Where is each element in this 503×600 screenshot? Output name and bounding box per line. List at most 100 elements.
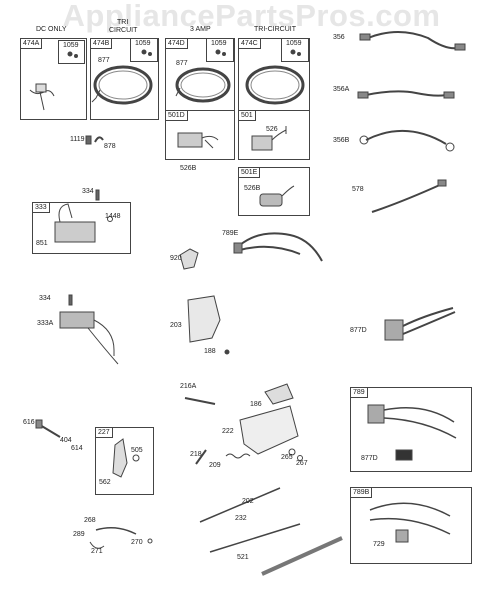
label-334-a: 334: [82, 188, 94, 195]
box-474b: [90, 38, 159, 120]
label-878: 878: [104, 143, 116, 150]
label-789e: 789E: [222, 230, 239, 237]
label-1059-d: 1059: [286, 40, 302, 47]
armature-333-part: [54, 203, 113, 243]
label-356a: 356A: [333, 86, 350, 93]
label-222: 222: [222, 428, 234, 435]
box-1059-c: [206, 38, 234, 62]
spring-209-part: [195, 449, 251, 465]
label-232: 232: [235, 515, 247, 522]
box-501d: [165, 110, 235, 160]
tab-474a: 474A: [20, 38, 43, 49]
label-334-b: 334: [39, 295, 51, 302]
box-1059-d: [281, 38, 309, 62]
label-920: 920: [170, 255, 182, 262]
label-356: 356: [333, 34, 345, 41]
tab-227: 227: [95, 427, 113, 438]
armature-333a-part: [59, 294, 119, 365]
cable-356a-part: [357, 90, 455, 99]
lever-227-part: [112, 438, 140, 478]
label-218: 218: [190, 451, 202, 458]
watermark: AppliancePartsPros.com: [62, 0, 441, 33]
harness-789b-part: [369, 502, 451, 543]
tab-501d: 501D: [165, 110, 188, 121]
box-474a: [20, 38, 87, 120]
cable-356b-part: [359, 130, 455, 152]
tab-333: 333: [32, 202, 50, 213]
header-tri-circuit-right: TRI-CIRCUIT: [254, 26, 296, 33]
box-227: [95, 427, 154, 495]
label-333a: 333A: [37, 320, 54, 327]
box-1059-a: [58, 40, 85, 64]
cable-356-part: [359, 31, 466, 51]
box-789: [350, 387, 472, 472]
harness-789-part: [367, 404, 457, 461]
cable-578-part: [371, 179, 447, 213]
label-877-b: 877: [176, 60, 188, 67]
label-1059-a: 1059: [63, 42, 79, 49]
coil-877-b-part: [175, 49, 231, 103]
coil-877-part: [91, 49, 153, 105]
header-tri-circuit-1: TRI: [117, 19, 129, 26]
bracket-920-part: [179, 248, 199, 270]
harness-789e-part: [233, 232, 323, 262]
rods-part: [199, 487, 343, 576]
header-3-amp: 3 AMP: [190, 26, 211, 33]
tab-501e: 501E: [238, 167, 261, 178]
label-267: 267: [296, 460, 308, 467]
label-188: 188: [204, 348, 216, 355]
label-404: 404: [60, 437, 72, 444]
label-877d-b: 877D: [361, 455, 378, 462]
tab-474b: 474B: [90, 38, 113, 49]
bracket-203-part: [187, 295, 230, 355]
label-289: 289: [73, 531, 85, 538]
label-877d: 877D: [350, 327, 367, 334]
label-265: 265: [281, 454, 293, 461]
label-209: 209: [209, 462, 221, 469]
box-501: [238, 110, 310, 160]
label-268: 268: [84, 517, 96, 524]
label-614: 614: [71, 445, 83, 452]
rectifier-501d-part: [177, 132, 219, 149]
header-tri-circuit-2: CIRCUIT: [109, 27, 138, 34]
coil-474c-part: [245, 49, 305, 105]
rectifier-501e-part: [259, 185, 295, 207]
label-1059-b: 1059: [135, 40, 151, 47]
harness-474a-part: [29, 51, 78, 111]
label-202: 202: [242, 498, 254, 505]
label-216a: 216A: [180, 383, 197, 390]
tab-789: 789: [350, 387, 368, 398]
label-526: 526: [266, 126, 278, 133]
label-526b-b: 526B: [244, 185, 261, 192]
rod-216a-part: [184, 397, 216, 405]
harness-877d-part: [384, 307, 456, 341]
bolt-334-part: [95, 189, 100, 201]
label-505: 505: [131, 447, 143, 454]
header-dc-only: DC ONLY: [36, 26, 67, 33]
label-877-a: 877: [98, 57, 110, 64]
cable-270-part: [89, 527, 153, 549]
label-1448: 1448: [105, 213, 121, 220]
label-203: 203: [170, 322, 182, 329]
box-501e: [238, 167, 310, 216]
box-1059-b: [130, 38, 158, 62]
panel-222-part: [239, 383, 303, 461]
box-789b: [350, 487, 472, 564]
wire-878-part: [85, 135, 104, 145]
label-356b: 356B: [333, 137, 350, 144]
label-851: 851: [36, 240, 48, 247]
label-521: 521: [237, 554, 249, 561]
rectifier-501-part: [251, 126, 287, 151]
label-186: 186: [250, 401, 262, 408]
label-562: 562: [99, 479, 111, 486]
shaft-616-part: [35, 419, 61, 438]
tab-501: 501: [238, 110, 256, 121]
tab-474c: 474C: [238, 38, 261, 49]
label-1059-c: 1059: [211, 40, 227, 47]
label-578: 578: [352, 186, 364, 193]
box-333: [32, 202, 131, 254]
tab-474d: 474D: [165, 38, 188, 49]
label-526b-a: 526B: [180, 165, 197, 172]
label-271: 271: [91, 548, 103, 555]
